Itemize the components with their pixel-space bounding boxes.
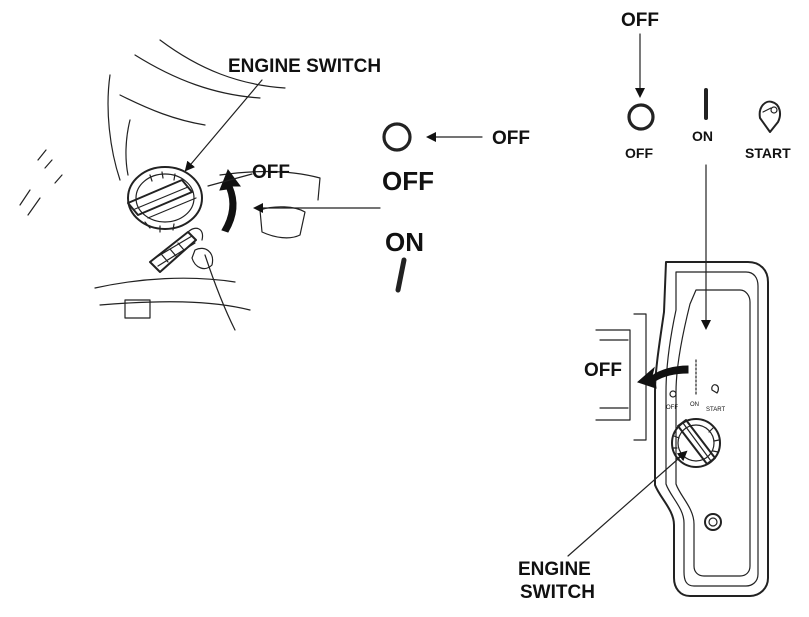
right-switch-panel-diagram: OFF OFF ON START [518, 10, 791, 603]
right-off-panel-label: OFF [584, 360, 622, 381]
right-off-circle-icon [627, 103, 655, 131]
right-panel-tiny-on: ON [690, 402, 699, 408]
left-engine-switch-label: ENGINE SWITCH [228, 56, 381, 77]
right-switch-knob [671, 418, 721, 468]
left-rotation-arrow [219, 168, 241, 233]
right-start-key-icon [758, 100, 781, 133]
left-on-symbol-label: ON [385, 227, 424, 257]
left-engine-illustration: ENGINE SWITCH OFF OFF OFF ON [19, 39, 530, 331]
left-off-symbol-label: OFF [382, 166, 434, 196]
right-engine-switch-leader [567, 450, 688, 557]
right-panel-tiny-off: OFF [666, 405, 678, 411]
left-key [149, 227, 204, 273]
right-start-position-label: START [745, 145, 791, 161]
right-panel-screw-icon [704, 513, 722, 531]
left-switch-knob [127, 166, 203, 233]
right-engine-label: ENGINE [518, 559, 591, 580]
right-switch-label: SWITCH [520, 582, 595, 603]
left-off-small-leader [207, 173, 253, 187]
right-off-top-label: OFF [621, 10, 659, 31]
left-off-small-label: OFF [252, 162, 290, 183]
left-off-circle-icon [382, 122, 412, 152]
right-control-panel: OFF ON START [595, 261, 769, 597]
left-engine-switch-leader [184, 79, 263, 172]
left-off-pointer-label: OFF [492, 128, 530, 149]
right-on-position-label: ON [692, 128, 713, 144]
right-rotation-arrow [637, 365, 689, 389]
right-panel-tiny-start: START [706, 407, 725, 413]
left-on-bar-icon [395, 257, 407, 293]
right-off-position-label: OFF [625, 145, 653, 161]
